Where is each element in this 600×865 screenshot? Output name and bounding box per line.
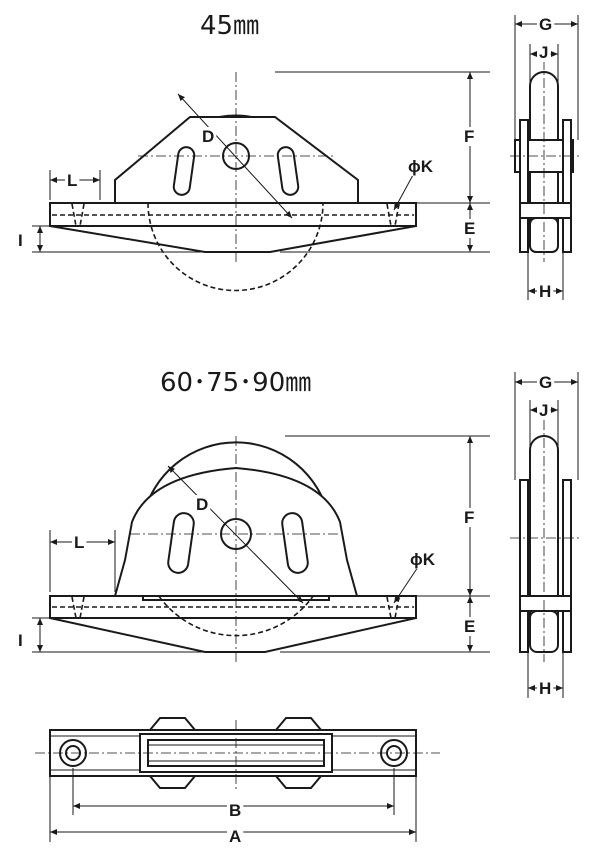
label-E: E [464,219,475,238]
dim-K-leader [393,566,419,604]
side-base [519,595,572,612]
side-plate-left [519,479,529,653]
label-K: ϕK [410,550,436,569]
side-plate-right [562,479,572,653]
label-background [537,401,551,420]
label-B: B [229,801,241,820]
plan-view: B A [35,717,440,846]
label-F: F [464,127,474,146]
label-background [462,508,477,527]
label-G: G [539,15,552,34]
label-D: D [202,127,214,146]
label-background [537,43,551,62]
side-plate-right [562,119,572,253]
label-background [194,495,211,514]
label-K: ϕK [408,157,434,176]
label-background [72,533,87,552]
label-background [462,127,477,146]
label-background [537,373,555,392]
label-A: A [229,827,241,846]
label-J: J [539,43,548,62]
label-H: H [539,679,551,698]
label-background [16,631,25,650]
label-D: D [196,495,208,514]
title-60-90mm: 60･75･90㎜ [160,368,311,398]
side-base [519,202,572,219]
hole-left [71,203,85,227]
label-L: L [67,171,77,190]
label-background [406,157,436,176]
base-bottom [49,225,417,253]
dim-D-line [177,93,293,219]
label-background [537,679,554,698]
label-I: I [18,631,23,650]
label-background [408,550,438,569]
label-J: J [539,401,548,420]
label-background [462,219,478,238]
label-background [537,282,554,301]
label-background [227,801,244,820]
tab-top-right [273,717,324,731]
label-background [462,617,478,636]
label-background [537,15,555,34]
label-E: E [464,617,475,636]
front-view-60-90: 60･75･90㎜ D L ϕK I [16,368,490,662]
label-background [65,171,80,190]
label-I: I [18,231,23,250]
front-view-45: 45㎜ D L ϕK I [16,11,490,292]
side-view-45: G J H [510,15,580,301]
side-plate-left [519,119,529,253]
label-L: L [74,533,84,552]
label-background [16,231,25,250]
label-F: F [464,508,474,527]
label-H: H [539,282,551,301]
label-background [200,127,217,146]
wheel-hidden [147,202,324,292]
label-background [227,827,244,846]
tab-top-left [147,717,198,731]
tab-bottom-left [147,775,198,789]
tab-bottom-right [273,775,324,789]
title-45mm: 45㎜ [200,11,259,41]
dim-K-leader [393,174,414,211]
side-view-60-90: G J H [510,372,580,698]
label-G: G [539,373,552,392]
hole-left [71,596,85,619]
base-bottom [49,617,417,653]
dim-D-line [167,465,304,604]
